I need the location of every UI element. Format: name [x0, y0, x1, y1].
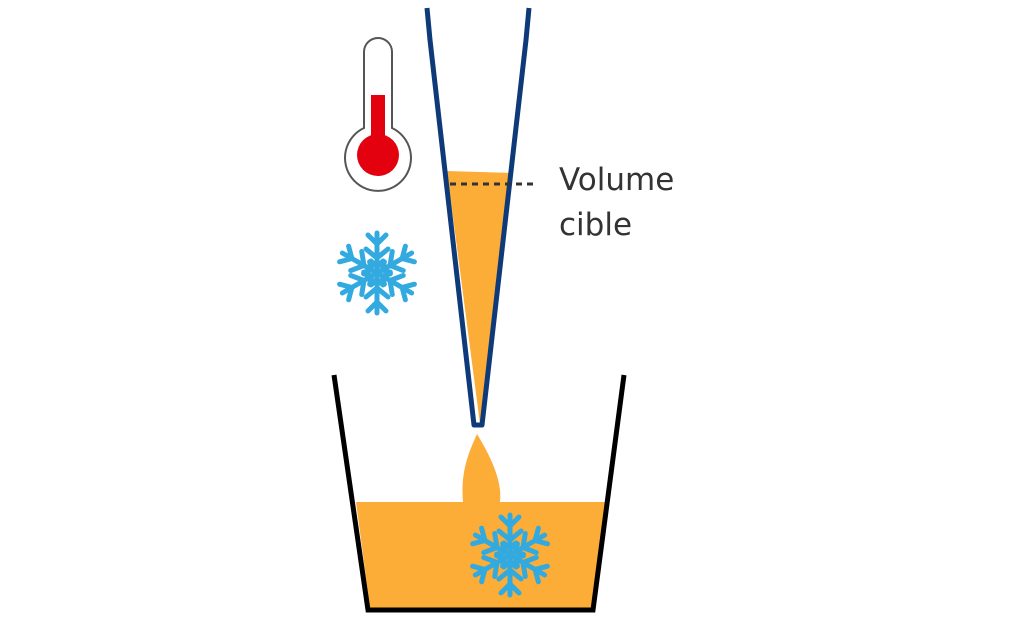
thermometer-icon: [344, 37, 412, 192]
target-volume-label-line1: Volume: [559, 162, 675, 198]
target-volume-label: Volume cible: [559, 158, 674, 248]
pipette-outline: [424, 7, 532, 428]
snowflake-icon: [337, 233, 417, 313]
container-outline: [331, 374, 627, 613]
container-liquid: [356, 434, 607, 608]
target-volume-label-line2: cible: [559, 207, 633, 243]
pipette-liquid: [447, 171, 513, 424]
